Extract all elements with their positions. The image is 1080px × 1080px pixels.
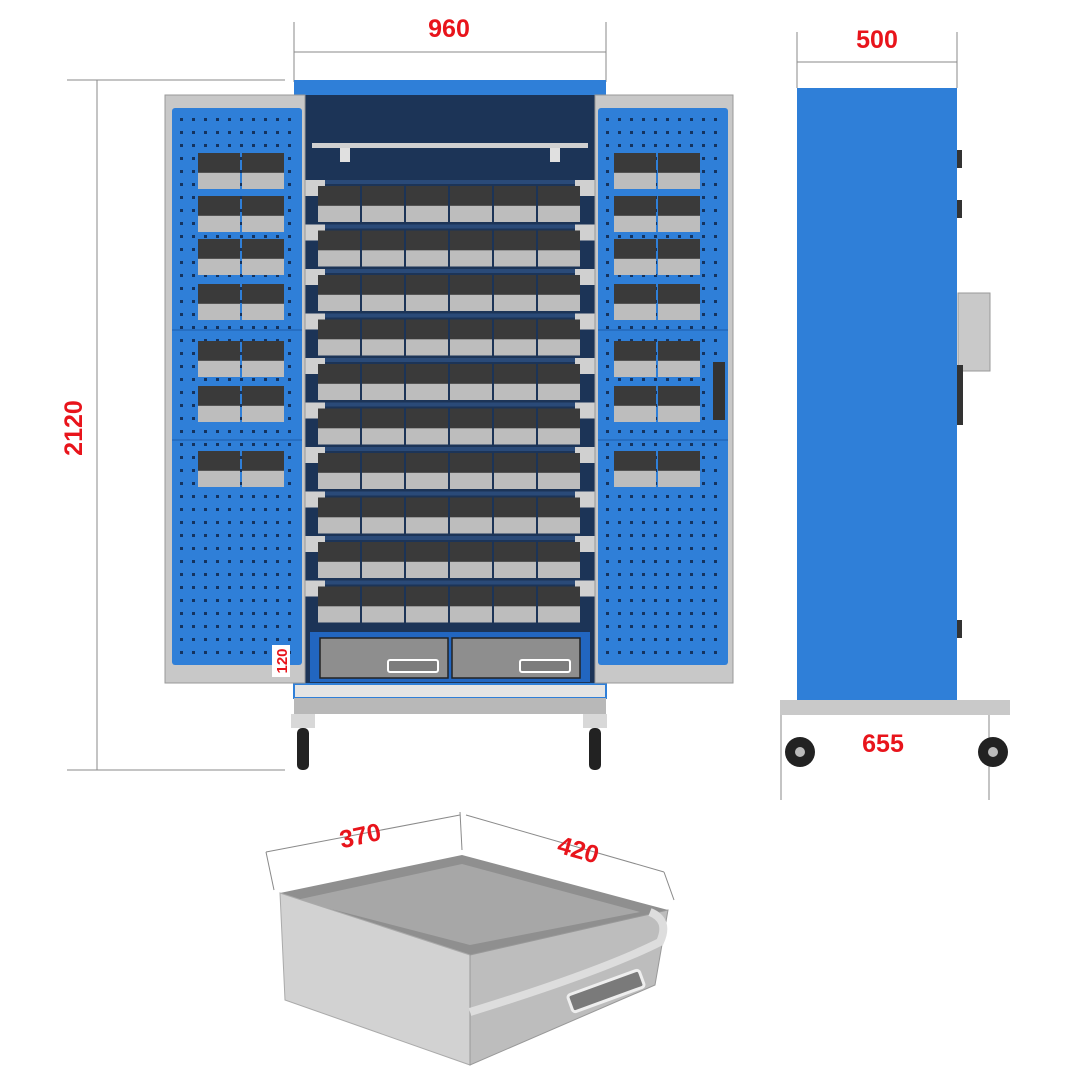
caster-mount bbox=[583, 714, 607, 728]
dimension-lines bbox=[67, 22, 990, 901]
shelf bbox=[308, 580, 592, 585]
caster-wheel bbox=[589, 728, 601, 770]
cabinet-front-view bbox=[164, 80, 734, 770]
shelf bbox=[308, 447, 592, 451]
right-door[interactable] bbox=[594, 94, 734, 684]
dimension-depth: 500 bbox=[856, 26, 898, 54]
drawer-handle[interactable] bbox=[519, 659, 571, 673]
dimension-height: 2120 bbox=[60, 400, 88, 456]
caster-wheel bbox=[297, 728, 309, 770]
dimension-drawer-depth: 420 bbox=[554, 831, 602, 869]
drawer-left[interactable] bbox=[319, 637, 449, 679]
shelf bbox=[308, 269, 592, 273]
lock-handle[interactable] bbox=[713, 362, 725, 420]
dimension-base-depth: 655 bbox=[862, 730, 904, 758]
left-door[interactable] bbox=[164, 94, 306, 684]
dimension-width: 960 bbox=[428, 15, 470, 43]
shelf bbox=[308, 224, 592, 229]
shelf bbox=[308, 358, 592, 362]
shelf bbox=[308, 536, 592, 540]
shelf bbox=[308, 402, 592, 407]
casters bbox=[291, 714, 607, 770]
drawer-handle[interactable] bbox=[387, 659, 439, 673]
shelf bbox=[308, 180, 592, 184]
drawer-perspective-view bbox=[279, 855, 669, 1066]
interior-bins bbox=[305, 180, 595, 623]
shelf bbox=[308, 313, 592, 318]
dimension-drawer-height: 120 bbox=[274, 648, 291, 673]
shelf bbox=[308, 491, 592, 496]
caster-mount bbox=[291, 714, 315, 728]
dimension-drawer-width: 370 bbox=[337, 818, 384, 854]
cabinet-side-view bbox=[780, 88, 1010, 767]
drawer-handle[interactable] bbox=[566, 968, 646, 1014]
drawer-right[interactable] bbox=[451, 637, 581, 679]
